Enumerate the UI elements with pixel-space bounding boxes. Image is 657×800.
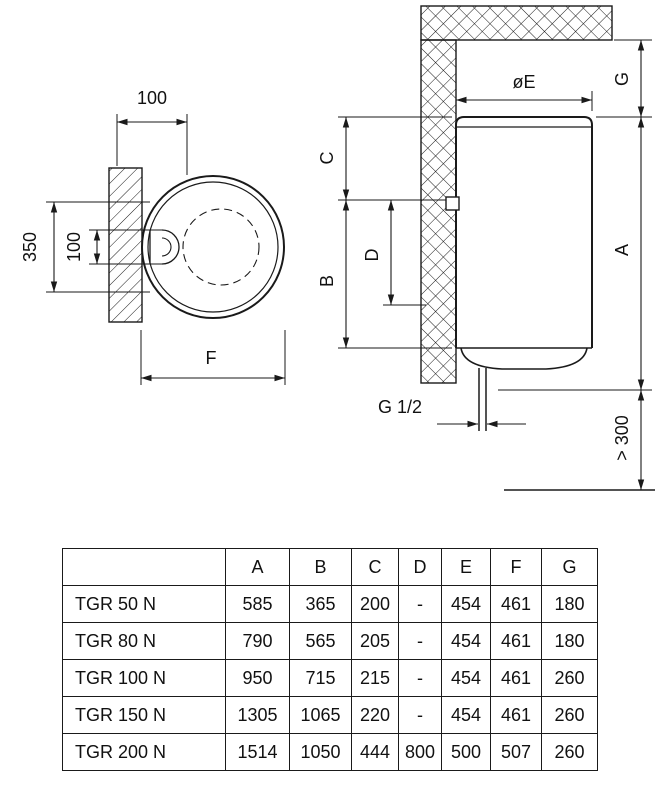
cell-D: - — [397, 696, 443, 734]
dim-anchor-height: 350 — [20, 201, 150, 293]
cell-F: 461 — [490, 622, 543, 660]
dim-diameter-E: øE — [455, 72, 593, 111]
cell-A: 1514 — [225, 733, 290, 771]
table-row-tgr-200: TGR 200 N 1514 1050 444 800 500 507 260 — [62, 733, 599, 771]
cell-E: 454 — [441, 696, 492, 734]
cell-C: 444 — [351, 733, 399, 771]
dim-label-anchor-height: 350 — [20, 232, 40, 262]
dim-label-pipe-thread: G 1/2 — [378, 397, 422, 417]
header-col-E: E — [441, 548, 492, 586]
cell-A: 790 — [225, 622, 290, 660]
side-view-drawing: øE G A > 300 C — [317, 5, 655, 491]
technical-drawing: 100 350 100 F — [20, 5, 655, 491]
table-row-tgr-80: TGR 80 N 790 565 205 - 454 461 180 — [62, 622, 599, 660]
cell-B: 715 — [289, 659, 352, 697]
dim-pipe-thread: G 1/2 — [378, 397, 526, 428]
cell-A: 950 — [225, 659, 290, 697]
cell-E: 500 — [441, 733, 492, 771]
cell-F: 461 — [490, 659, 543, 697]
dimensions-table: A B C D E F G TGR 50 N 585 365 200 - 454… — [62, 548, 599, 771]
dim-label-B: B — [317, 275, 337, 287]
cell-G: 180 — [541, 622, 599, 660]
cell-D: 800 — [397, 733, 443, 771]
dim-A: A — [498, 117, 652, 391]
dim-label-G: G — [612, 72, 632, 86]
cell-F: 507 — [490, 733, 543, 771]
header-col-G: G — [541, 548, 599, 586]
cell-C: 205 — [351, 622, 399, 660]
dim-floor-clearance: > 300 — [612, 390, 645, 490]
tank-hidden-circle — [182, 208, 260, 286]
header-col-C: C — [351, 548, 399, 586]
table-header-row: A B C D E F G — [62, 548, 599, 586]
cell-C: 220 — [351, 696, 399, 734]
header-col-F: F — [490, 548, 543, 586]
dim-D: D — [362, 200, 426, 306]
dim-slot-spacing: 100 — [64, 230, 101, 264]
cell-F: 461 — [490, 696, 543, 734]
cell-G: 260 — [541, 733, 599, 771]
table-row-tgr-100: TGR 100 N 950 715 215 - 454 461 260 — [62, 659, 599, 697]
dim-label-A: A — [612, 244, 632, 256]
ceiling-wall-section — [420, 5, 613, 41]
cell-D: - — [397, 659, 443, 697]
mounting-bracket-top-view — [89, 229, 180, 265]
wall-section-side-view — [420, 39, 457, 384]
cell-D: - — [397, 622, 443, 660]
cell-B: 1065 — [289, 696, 352, 734]
top-view-drawing: 100 350 100 F — [20, 88, 286, 385]
tank-shell-circle — [147, 181, 279, 313]
cell-E: 454 — [441, 585, 492, 623]
cell-C: 215 — [351, 659, 399, 697]
model-name: TGR 80 N — [62, 622, 226, 660]
table-row-tgr-50: TGR 50 N 585 365 200 - 454 461 180 — [62, 585, 599, 623]
cell-G: 260 — [541, 659, 599, 697]
dim-label-clearance-300: > 300 — [612, 415, 632, 461]
header-col-B: B — [289, 548, 352, 586]
header-model-blank — [62, 548, 226, 586]
dim-label-slot-spacing: 100 — [64, 232, 84, 262]
cell-A: 585 — [225, 585, 290, 623]
dim-wall-offset: 100 — [116, 88, 188, 175]
cell-E: 454 — [441, 622, 492, 660]
dim-B: B — [317, 200, 452, 349]
heater-bottom-cap — [460, 347, 588, 370]
heater-body — [455, 116, 593, 348]
model-name: TGR 100 N — [62, 659, 226, 697]
cell-D: - — [397, 585, 443, 623]
dim-G: G — [596, 39, 652, 118]
cell-G: 180 — [541, 585, 599, 623]
mounting-bracket-side-view — [445, 196, 460, 211]
model-name: TGR 200 N — [62, 733, 226, 771]
dim-label-wall-offset: 100 — [137, 88, 167, 108]
model-name: TGR 150 N — [62, 696, 226, 734]
cell-E: 454 — [441, 659, 492, 697]
cell-G: 260 — [541, 696, 599, 734]
dim-label-F: F — [206, 348, 217, 368]
model-name: TGR 50 N — [62, 585, 226, 623]
header-col-A: A — [225, 548, 290, 586]
header-col-D: D — [397, 548, 443, 586]
tank-outer-circle — [141, 175, 285, 319]
wall-section-top-view — [108, 167, 143, 323]
cell-A: 1305 — [225, 696, 290, 734]
dim-label-D: D — [362, 249, 382, 262]
cell-C: 200 — [351, 585, 399, 623]
cell-B: 365 — [289, 585, 352, 623]
outlet-pipe — [478, 368, 487, 431]
dim-label-C: C — [317, 152, 337, 165]
cell-B: 565 — [289, 622, 352, 660]
table-row-tgr-150: TGR 150 N 1305 1065 220 - 454 461 260 — [62, 696, 599, 734]
dim-diameter-F: F — [140, 330, 286, 385]
cell-F: 461 — [490, 585, 543, 623]
dim-label-oE: øE — [512, 72, 535, 92]
cell-B: 1050 — [289, 733, 352, 771]
